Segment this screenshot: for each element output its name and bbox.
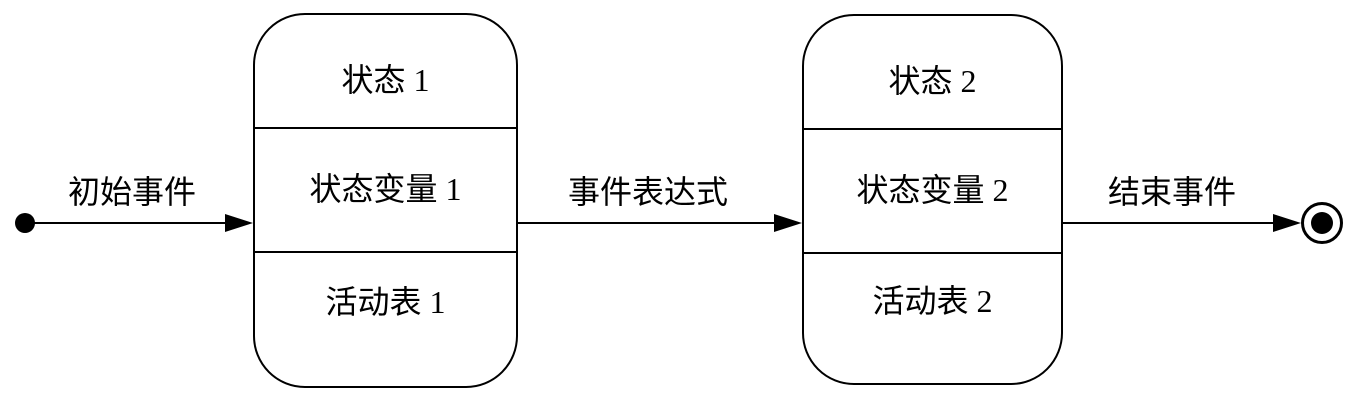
arrowhead-icon <box>1273 214 1301 232</box>
state-1-name: 状态 1 <box>341 62 430 99</box>
arrowhead-icon <box>774 214 802 232</box>
state-2-activity-table: 活动表 2 <box>804 252 1061 383</box>
transition-line-initial <box>33 222 230 224</box>
state-2-name: 状态 2 <box>888 63 977 100</box>
state-1-variable: 状态变量 1 <box>255 127 516 251</box>
state-2-variable: 状态变量 2 <box>804 128 1061 252</box>
state-box-1: 状态 1 状态变量 1 活动表 1 <box>253 13 518 388</box>
transition-label-event-expression: 事件表达式 <box>567 174 729 210</box>
state-box-2: 状态 2 状态变量 2 活动表 2 <box>802 14 1063 385</box>
transition-line-end-event <box>1063 222 1275 224</box>
state-1-activity-table: 活动表 1 <box>255 251 516 386</box>
final-state-icon <box>1301 202 1343 244</box>
transition-label-end-event: 结束事件 <box>1107 174 1237 210</box>
transition-line-event-expression <box>518 222 776 224</box>
initial-state-icon <box>15 213 35 233</box>
arrowhead-icon <box>225 214 253 232</box>
transition-label-initial-event: 初始事件 <box>67 174 197 210</box>
final-state-inner-dot <box>1311 212 1333 234</box>
